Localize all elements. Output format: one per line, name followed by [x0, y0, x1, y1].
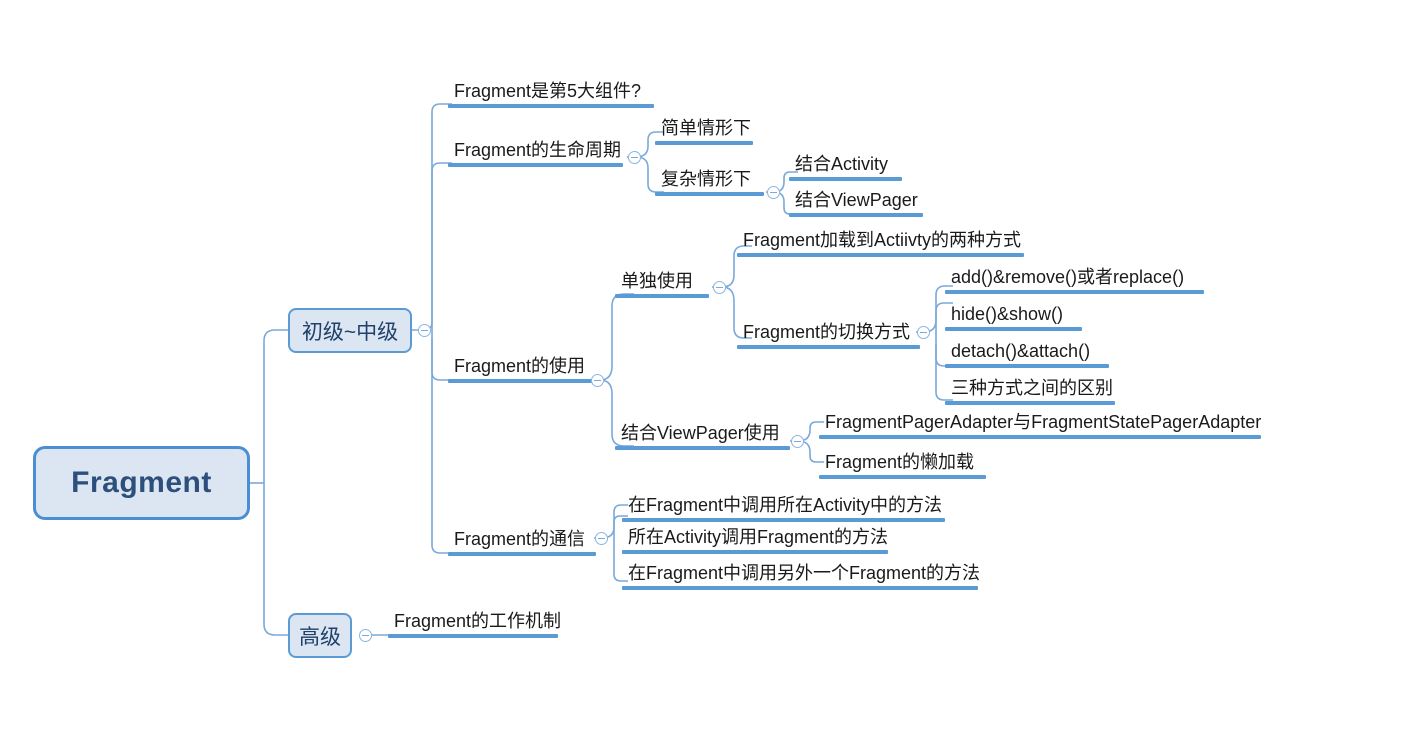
topic-underline	[945, 290, 1204, 294]
topic-detach-attach[interactable]: detach()&attach()	[945, 340, 1109, 368]
topic-underline	[615, 294, 709, 298]
topic-underline	[448, 552, 596, 556]
topic-label: Fragment的通信	[454, 529, 586, 549]
topic-label: 复杂情形下	[661, 169, 751, 189]
topic-activity-call-fragment[interactable]: 所在Activity调用Fragment的方法	[622, 526, 892, 554]
topic-label: 结合ViewPager使用	[621, 423, 780, 443]
collapse-toggle-icon-advanced[interactable]	[359, 629, 372, 642]
topic-label: 结合ViewPager	[795, 190, 918, 210]
topic-label: Fragment是第5大组件?	[454, 81, 642, 101]
topic-underline	[945, 401, 1115, 405]
branch-node-label: 初级~中级	[301, 320, 399, 344]
topic-label: 结合Activity	[795, 154, 889, 174]
topic-simple-case[interactable]: 简单情形下	[655, 117, 755, 145]
topic-label: Fragment的使用	[454, 356, 586, 376]
topic-underline	[655, 192, 764, 196]
root-node[interactable]: Fragment	[33, 446, 250, 520]
topic-two-load-ways[interactable]: Fragment加载到Actiivty的两种方式	[737, 229, 1025, 257]
topic-underline	[737, 253, 1024, 257]
topic-underline	[789, 213, 923, 217]
topic-lazy-load[interactable]: Fragment的懒加载	[819, 451, 986, 479]
topic-underline	[615, 446, 790, 450]
topic-switch-ways[interactable]: Fragment的切换方式	[737, 321, 920, 349]
topic-label: Fragment的切换方式	[743, 322, 911, 342]
topic-underline	[819, 435, 1261, 439]
topic-label: 单独使用	[621, 271, 693, 291]
topic-three-way-diff[interactable]: 三种方式之间的区别	[945, 377, 1117, 405]
topic-underline	[655, 141, 753, 145]
topic-underline	[622, 518, 945, 522]
topic-label: 简单情形下	[661, 118, 751, 138]
topic-label: add()&remove()或者replace()	[951, 267, 1185, 287]
topic-hide-show[interactable]: hide()&show()	[945, 303, 1082, 331]
topic-communication[interactable]: Fragment的通信	[448, 528, 596, 556]
topic-standalone[interactable]: 单独使用	[615, 270, 709, 298]
topic-label: 在Fragment中调用所在Activity中的方法	[628, 495, 943, 515]
topic-lifecycle[interactable]: Fragment的生命周期	[448, 139, 625, 167]
topic-underline	[819, 475, 986, 479]
topic-underline	[622, 586, 978, 590]
topic-label: Fragment加载到Actiivty的两种方式	[743, 230, 1022, 250]
topic-label: hide()&show()	[951, 304, 1064, 324]
branch-node-junior-intermediate[interactable]: 初级~中级	[288, 308, 412, 353]
collapse-toggle-icon-complex-case[interactable]	[767, 186, 780, 199]
topic-add-remove-replace[interactable]: add()&remove()或者replace()	[945, 266, 1204, 294]
collapse-toggle-icon-switch-ways[interactable]	[917, 326, 930, 339]
collapse-toggle-icon-communication[interactable]	[595, 532, 608, 545]
topic-usage[interactable]: Fragment的使用	[448, 355, 593, 383]
topic-label: 三种方式之间的区别	[951, 378, 1113, 398]
topic-underline	[448, 379, 593, 383]
topic-call-activity-method[interactable]: 在Fragment中调用所在Activity中的方法	[622, 494, 946, 522]
collapse-toggle-icon-lifecycle[interactable]	[628, 151, 641, 164]
topic-underline	[448, 163, 623, 167]
topic-underline	[448, 104, 654, 108]
topic-complex-case[interactable]: 复杂情形下	[655, 168, 764, 196]
topic-label: Fragment的懒加载	[825, 452, 975, 472]
topic-label: FragmentPagerAdapter与FragmentStatePagerA…	[825, 412, 1262, 432]
topic-underline	[622, 550, 888, 554]
collapse-toggle-icon-usage[interactable]	[591, 374, 604, 387]
collapse-toggle-icon-standalone[interactable]	[713, 281, 726, 294]
topic-pager-adapters[interactable]: FragmentPagerAdapter与FragmentStatePagerA…	[819, 411, 1265, 439]
root-node-label: Fragment	[71, 466, 212, 499]
topic-underline	[789, 177, 902, 181]
topic-working-mechanism[interactable]: Fragment的工作机制	[388, 610, 565, 638]
topic-with-activity[interactable]: 结合Activity	[789, 153, 902, 181]
topic-underline	[945, 327, 1082, 331]
topic-call-other-fragment[interactable]: 在Fragment中调用另外一个Fragment的方法	[622, 562, 984, 590]
topic-label: Fragment的工作机制	[394, 611, 562, 631]
topic-label: Fragment的生命周期	[454, 140, 622, 160]
branch-node-advanced[interactable]: 高级	[288, 613, 352, 658]
topic-underline	[388, 634, 558, 638]
collapse-toggle-icon-junior-intermediate[interactable]	[418, 324, 431, 337]
topic-label: 在Fragment中调用另外一个Fragment的方法	[628, 563, 981, 583]
topic-fifth-component[interactable]: Fragment是第5大组件?	[448, 80, 654, 108]
collapse-toggle-icon-with-viewpager-usage[interactable]	[791, 435, 804, 448]
topic-underline	[737, 345, 920, 349]
topic-label: detach()&attach()	[951, 341, 1091, 361]
topic-label: 所在Activity调用Fragment的方法	[628, 527, 889, 547]
topic-with-viewpager[interactable]: 结合ViewPager	[789, 189, 923, 217]
branch-node-label: 高级	[299, 625, 341, 649]
topic-underline	[945, 364, 1109, 368]
topic-with-viewpager-usage[interactable]: 结合ViewPager使用	[615, 422, 790, 450]
